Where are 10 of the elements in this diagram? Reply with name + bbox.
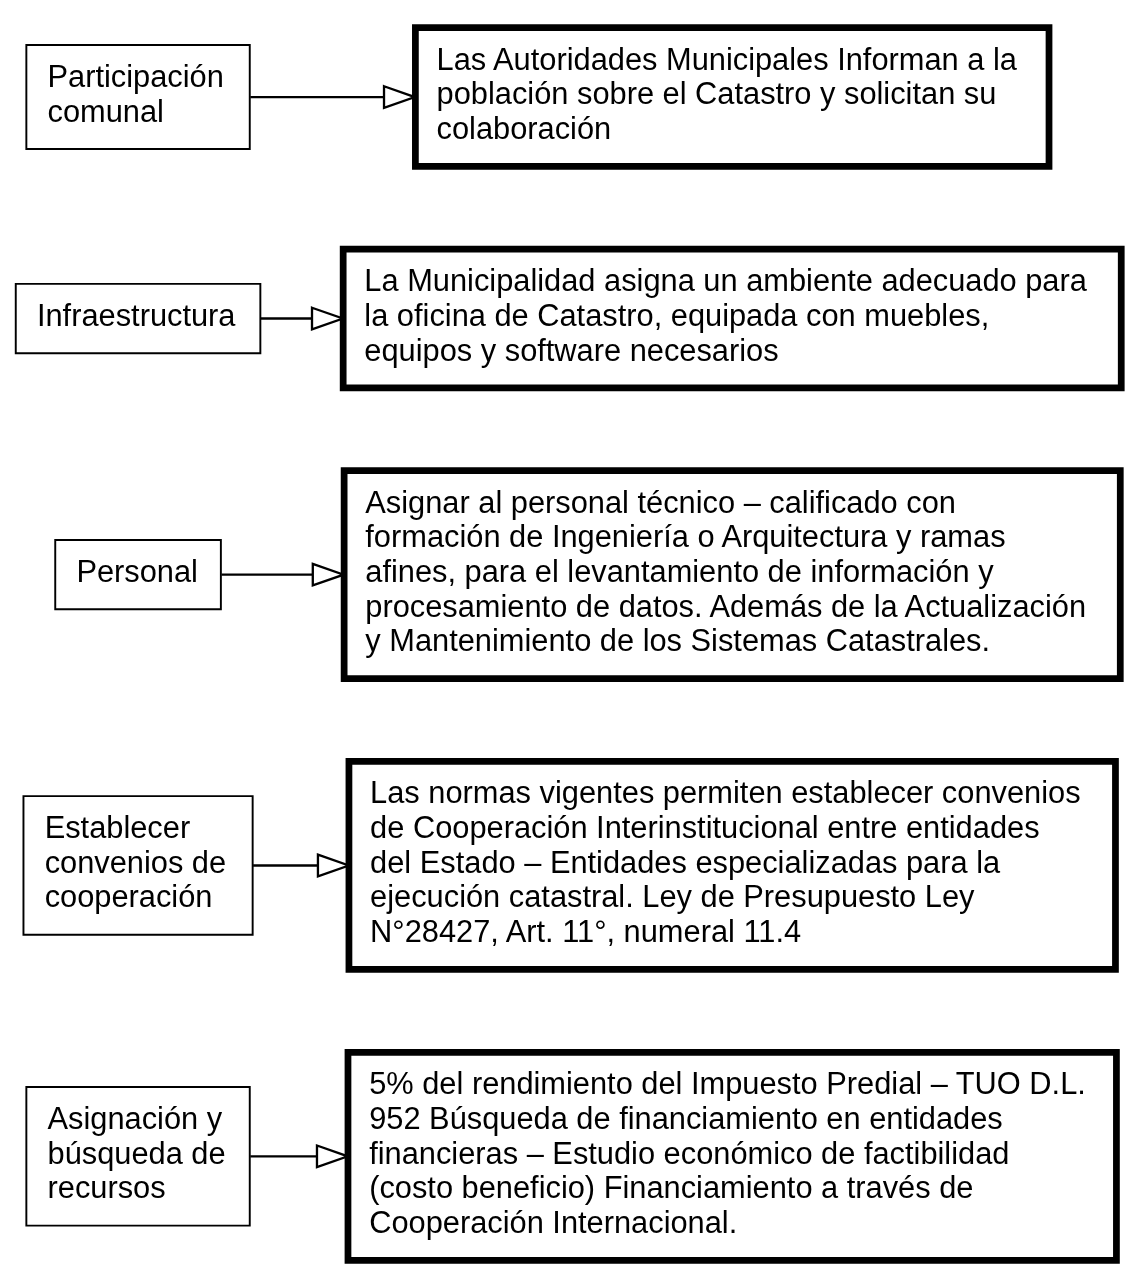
node-box: Participación comunal (25, 44, 251, 150)
node-box: Infraestructura (14, 282, 262, 355)
node-box: Personal (54, 539, 222, 611)
node-box: Asignación y búsqueda de recursos (25, 1086, 251, 1227)
node-box: Las normas vigentes permiten establecer convenios de Cooperación Interinstitucional entre entidades del Estado – Entidades especializadas para la ejecución catastral. Ley de Presupuesto Ley N°28427, Art. 11°, numeral 11.4 (345, 758, 1119, 973)
node-box: La Municipalidad asigna un ambiente adecuado para la oficina de Catastro, equipada con muebles, equipos y software necesarios (339, 245, 1125, 392)
node-box: Las Autoridades Municipales Informan a la población sobre el Catastro y solicitan su colaboración (412, 24, 1053, 170)
node-box: Establecer convenios de cooperación (22, 795, 254, 936)
node-box: Asignar al personal técnico – calificado con formación de Ingeniería o Arquitectura y ramas afines, para el levantamiento de información y procesamiento de datos. Además de la Actualización y Mantenimiento de los Sistemas Catastrales. (340, 467, 1124, 683)
node-box: 5% del rendimiento del Impuesto Predial – TUO D.L. 952 Búsqueda de financiamiento en entidades financieras – Estudio económico de factibilidad (costo beneficio) Financiamiento a través de Cooperación Internacional. (344, 1048, 1120, 1264)
